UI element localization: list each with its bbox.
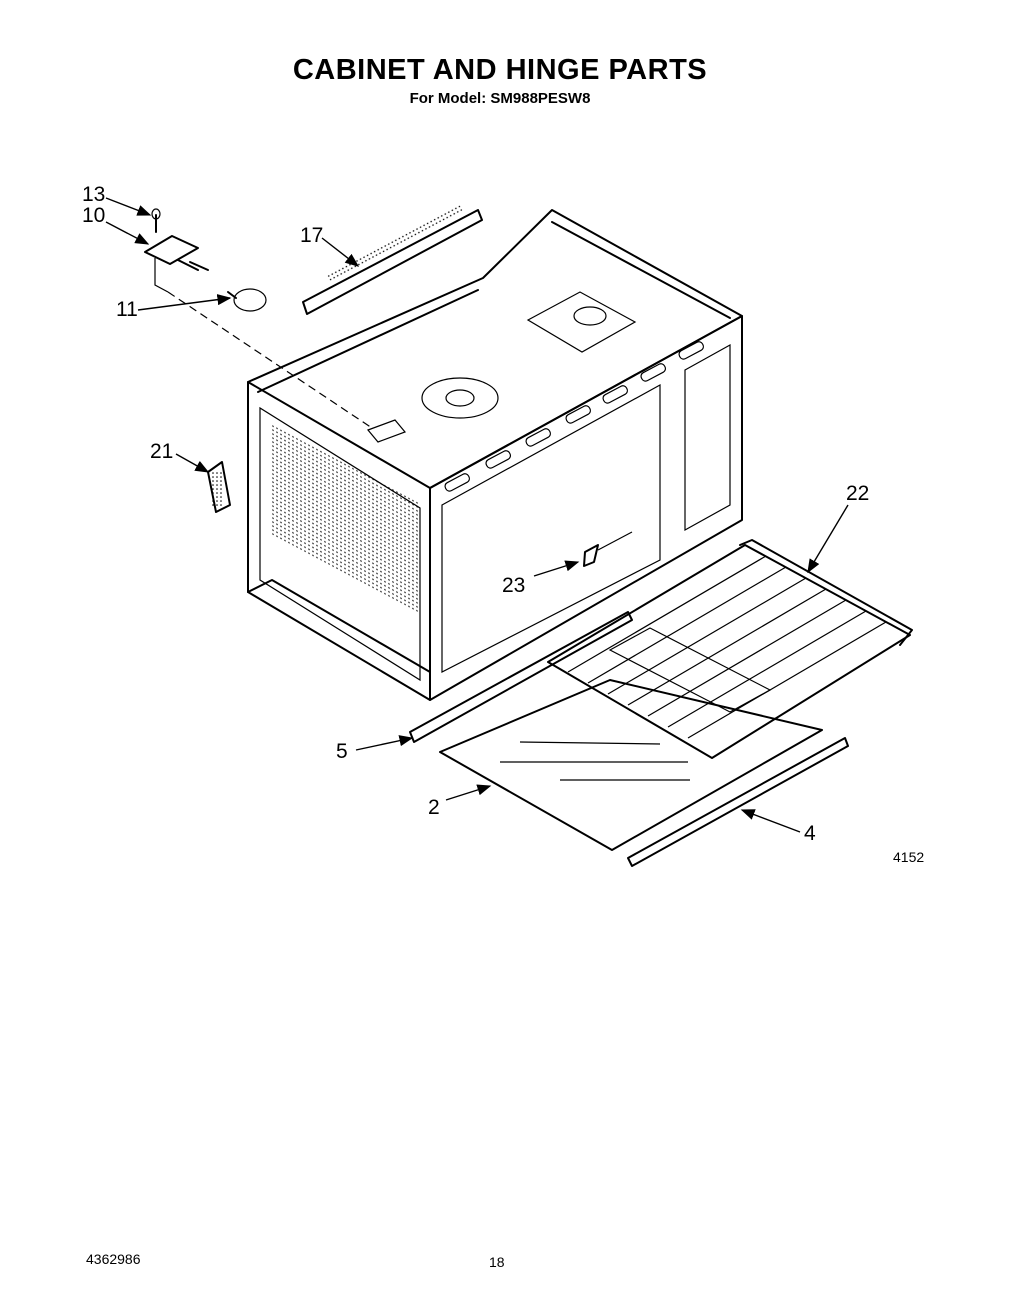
callout-22: 22 <box>846 482 870 505</box>
callout-23: 23 <box>502 574 526 597</box>
lamp-assembly <box>144 208 373 429</box>
callout-4: 4 <box>804 822 816 845</box>
callout-21: 21 <box>150 440 174 463</box>
oven-rack-part <box>547 539 913 759</box>
callout-5: 5 <box>336 740 348 763</box>
model-subtitle: For Model: SM988PESW8 <box>409 90 591 107</box>
callout-10: 10 <box>82 204 106 227</box>
right-trim-part <box>627 737 849 867</box>
bottom-panel-part <box>439 679 823 851</box>
leader-lines <box>105 197 849 833</box>
clip-part <box>583 531 633 567</box>
side-block-part <box>207 461 231 513</box>
callout-2: 2 <box>428 796 440 819</box>
cabinet <box>247 209 743 701</box>
top-strip-part <box>302 205 483 315</box>
document-number: 4362986 <box>86 1251 141 1267</box>
callout-11: 11 <box>116 298 138 321</box>
page-title: CABINET AND HINGE PARTS <box>292 54 708 86</box>
page-number: 18 <box>489 1254 505 1270</box>
callout-13: 13 <box>82 183 106 206</box>
figure-number: 4152 <box>893 849 925 865</box>
callout-17: 17 <box>300 224 324 247</box>
